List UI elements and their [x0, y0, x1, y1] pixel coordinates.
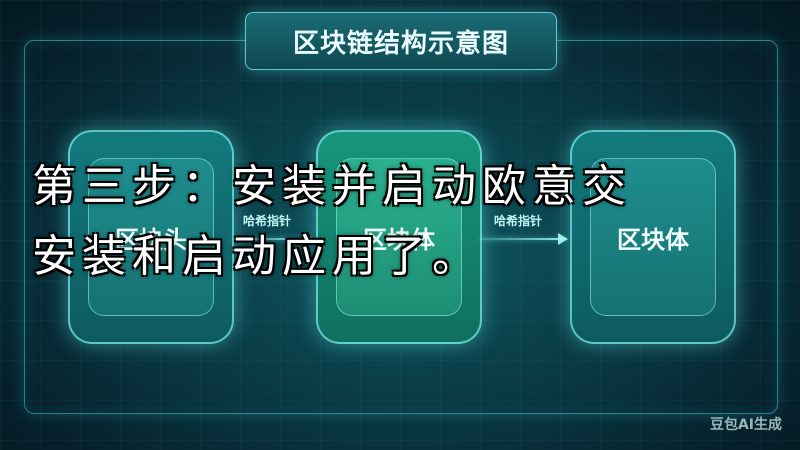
- arrow-1-label: 哈希指针: [243, 214, 292, 228]
- block-2-inner: 区块体: [336, 158, 462, 316]
- block-2-label: 区块体: [363, 225, 435, 254]
- block-2: 区块体: [316, 130, 482, 344]
- arrow-2-icon: [480, 233, 568, 245]
- block-3-inner: 区块体: [590, 158, 716, 316]
- block-3: 区块体: [570, 130, 736, 344]
- overlay-text-line-1: 第三步：安装并启动欧意交: [32, 161, 632, 212]
- overlay-text-line-2: 安装和启动应用了。: [32, 231, 482, 282]
- diagram-title: 区块链结构示意图: [292, 28, 509, 59]
- block-1-label: 区块头: [115, 225, 187, 254]
- watermark: 豆包AI生成: [709, 417, 782, 433]
- block-1-inner: 区块头: [88, 158, 214, 316]
- arrow-1-icon: [232, 233, 314, 245]
- block-3-label: 区块体: [617, 225, 689, 254]
- block-1: 区块头: [68, 130, 234, 344]
- title-plate: 区块链结构示意图: [245, 12, 557, 70]
- arrow-2-label: 哈希指针: [494, 214, 543, 228]
